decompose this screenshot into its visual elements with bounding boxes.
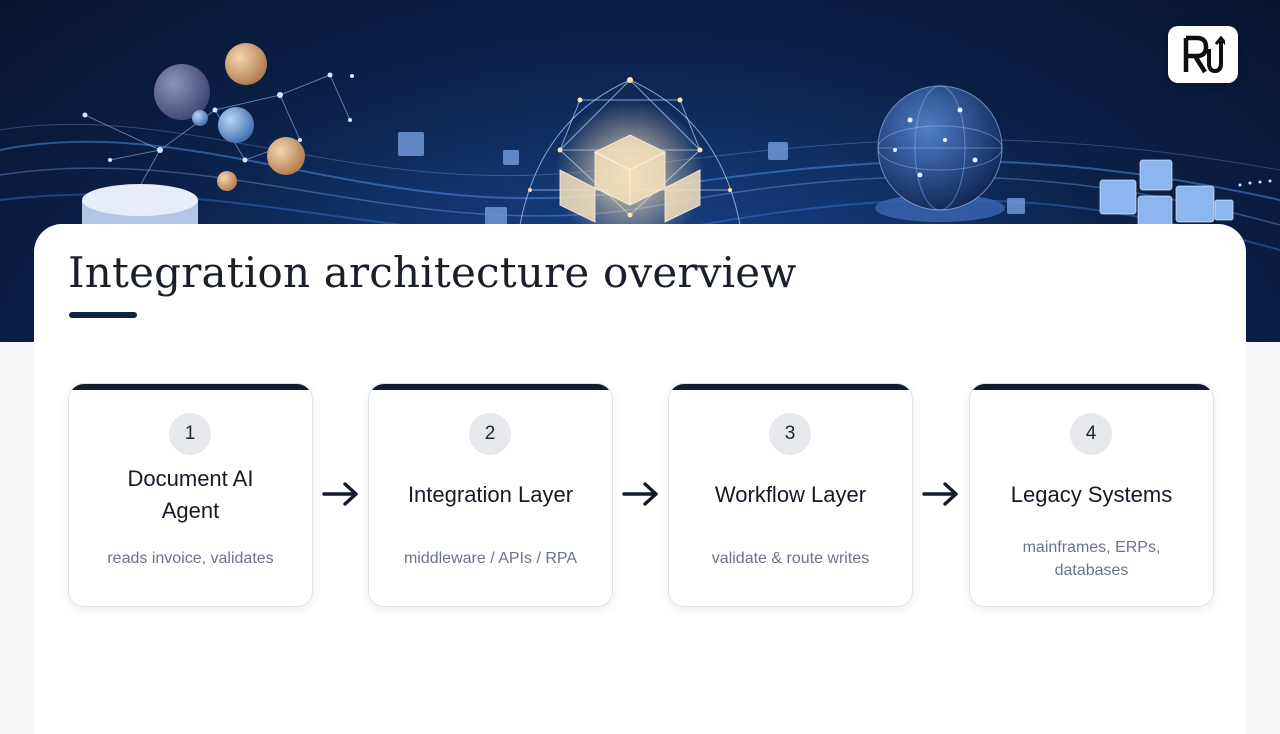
step-description-line: databases: [1054, 562, 1129, 579]
card-accent-bar: [669, 384, 912, 390]
step-description-line: validate & route writes: [711, 550, 870, 567]
content-panel: Integration architecture overview 1 Docu…: [34, 224, 1246, 734]
card-accent-bar: [970, 384, 1213, 390]
step-title-line: Workflow Layer: [714, 482, 867, 507]
step-number-badge: 4: [1070, 413, 1112, 455]
step-title-line: Legacy Systems: [1010, 482, 1173, 507]
card-accent-bar: [369, 384, 612, 390]
step-description: reads invoice, validates: [81, 547, 300, 570]
step-title: Document AI Agent: [79, 463, 302, 527]
step-title-line: Integration Layer: [407, 482, 574, 507]
arrow-right-icon: [622, 482, 658, 506]
step-card-workflow-layer: 3 Workflow Layer validate & route writes: [668, 383, 913, 607]
step-description: middleware / APIs / RPA: [381, 547, 600, 570]
ru-logo-icon: [1183, 35, 1225, 73]
slide-title: Integration architecture overview: [68, 248, 797, 297]
step-title: Legacy Systems: [980, 479, 1203, 511]
step-title-line: Document AI: [127, 466, 254, 491]
step-description-line: reads invoice, validates: [107, 550, 274, 567]
step-description: validate & route writes: [681, 547, 900, 570]
arrow-right-icon: [922, 482, 958, 506]
step-card-document-ai-agent: 1 Document AI Agent reads invoice, valid…: [68, 383, 313, 607]
step-number-badge: 3: [769, 413, 811, 455]
step-title: Workflow Layer: [679, 479, 902, 511]
brand-logo[interactable]: [1168, 26, 1238, 83]
step-number-badge: 1: [169, 413, 211, 455]
step-title-line: Agent: [161, 498, 220, 523]
step-card-integration-layer: 2 Integration Layer middleware / APIs / …: [368, 383, 613, 607]
step-card-legacy-systems: 4 Legacy Systems mainframes, ERPs, datab…: [969, 383, 1214, 607]
step-description: mainframes, ERPs, databases: [982, 536, 1201, 582]
step-title: Integration Layer: [379, 479, 602, 511]
step-number-badge: 2: [469, 413, 511, 455]
arrow-right-icon: [322, 482, 358, 506]
step-description-line: mainframes, ERPs,: [1022, 539, 1161, 556]
title-underline: [69, 312, 137, 318]
step-description-line: middleware / APIs / RPA: [403, 550, 578, 567]
card-accent-bar: [69, 384, 312, 390]
